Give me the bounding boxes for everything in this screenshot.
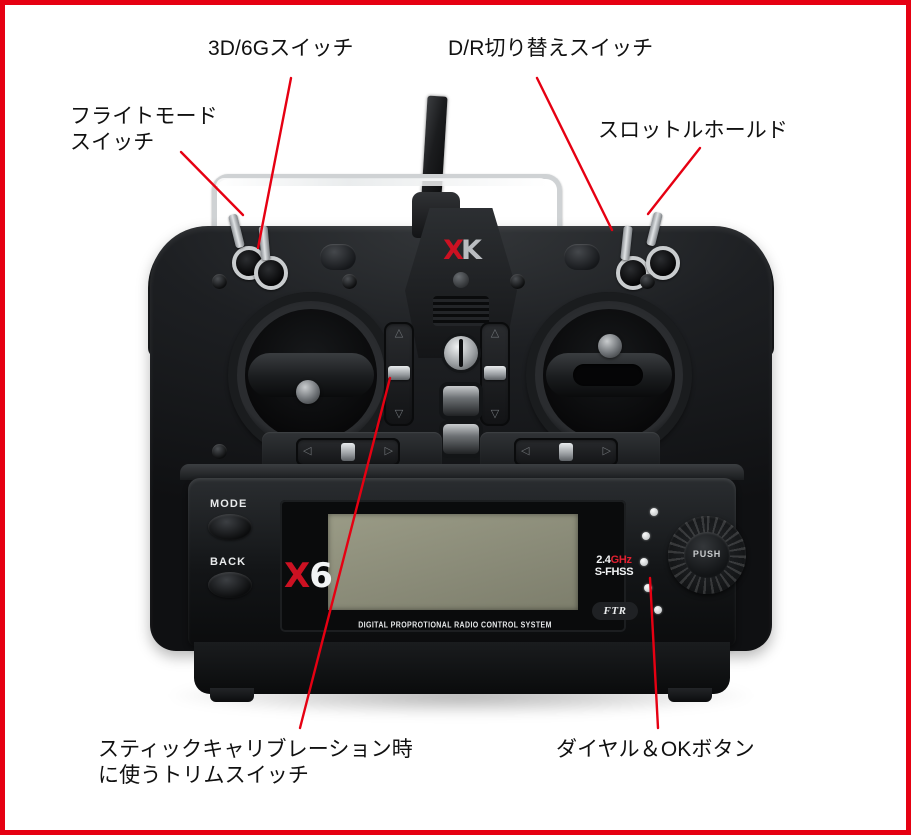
trim-up-arrow: △ (394, 327, 404, 339)
3d-6g-switch[interactable] (254, 256, 288, 290)
center-switch-upper[interactable] (443, 386, 479, 416)
lcd-bezel: DIGITAL PROPROTIONAL RADIO CONTROL SYSTE… (280, 500, 626, 632)
model-badge-prefix: X (284, 556, 310, 596)
trim-thumb[interactable] (341, 443, 355, 461)
right-horizontal-trim-switch[interactable]: ◁ ▷ (514, 438, 618, 466)
throttle-hold-switch[interactable] (646, 246, 680, 280)
left-aux-button[interactable] (320, 244, 356, 270)
border-right (906, 0, 911, 835)
leader-flight-mode (179, 150, 245, 217)
status-led (640, 558, 648, 566)
screw (212, 444, 227, 459)
trim-left-arrow: ◁ (303, 445, 312, 457)
status-led (654, 606, 662, 614)
left-horizontal-trim-switch[interactable]: ◁ ▷ (296, 438, 400, 466)
status-led (642, 532, 650, 540)
center-rotary-knob[interactable] (444, 336, 478, 370)
trim-right-arrow: ▷ (602, 445, 611, 457)
ftr-logo: FTR (592, 602, 638, 620)
border-top (0, 0, 911, 5)
right-gimbal-well (543, 309, 675, 441)
protocol-label: S-FHSS (594, 566, 634, 578)
frequency-line-1: 2.4GHz (586, 554, 642, 566)
back-button[interactable] (208, 572, 252, 598)
screw (510, 274, 525, 289)
leader-dr-switch (535, 76, 614, 232)
leader-trim-switch (298, 376, 392, 730)
border-left (0, 0, 5, 835)
callout-flight-mode-switch: フライトモード スイッチ (70, 105, 218, 154)
lcd-caption: DIGITAL PROPROTIONAL RADIO CONTROL SYSTE… (358, 621, 552, 630)
trim-down-arrow: ▽ (394, 408, 404, 420)
frequency-badge: 2.4GHz S-FHSS (586, 554, 642, 578)
leader-throttle-hold (646, 146, 702, 216)
trim-left-arrow: ◁ (521, 445, 530, 457)
left-gimbal[interactable] (228, 292, 394, 458)
status-led (650, 508, 658, 516)
xk-brand-logo: XK (420, 236, 502, 266)
model-badge-number: 6 (309, 556, 333, 596)
right-gimbal-slot (573, 364, 643, 386)
speaker-vent (433, 296, 489, 326)
callout-trim-switch: スティックキャリブレーション時 に使うトリムスイッチ (98, 738, 413, 787)
trim-up-arrow: △ (490, 327, 500, 339)
back-button-label: BACK (210, 556, 247, 568)
trim-right-arrow: ▷ (384, 445, 393, 457)
mode-button[interactable] (208, 514, 252, 540)
frequency-value: 2.4 (596, 554, 611, 566)
push-label: PUSH (692, 549, 722, 559)
mode-button-label: MODE (210, 498, 248, 510)
callout-throttle-hold: スロットルホールド (598, 119, 788, 142)
callout-dr-switch: D/R切り替えスイッチ (448, 37, 654, 60)
xk-logo-k: K (460, 235, 482, 266)
trim-thumb[interactable] (388, 366, 410, 380)
screw (640, 274, 655, 289)
trim-thumb[interactable] (559, 443, 573, 461)
left-vertical-trim-switch[interactable]: △ ▽ (384, 322, 414, 426)
dr-switch[interactable] (616, 256, 650, 290)
callout-3d-6g-switch: 3D/6Gスイッチ (208, 37, 354, 60)
leader-dial-ok (648, 576, 660, 730)
screw (342, 274, 357, 289)
carry-handle-highlight (216, 178, 548, 186)
lcd-screen (328, 514, 578, 610)
right-stick-knob[interactable] (598, 334, 622, 358)
left-stick-knob[interactable] (296, 380, 320, 404)
center-switch-lower[interactable] (443, 424, 479, 454)
foot-left (210, 688, 254, 702)
status-led (644, 584, 652, 592)
power-indicator-dot (453, 272, 469, 288)
trim-thumb[interactable] (484, 366, 506, 380)
right-gimbal[interactable] (526, 292, 692, 458)
frequency-unit: GHz (610, 554, 632, 566)
control-console: MODE BACK DIGITAL PROPROTIONAL RADIO CON… (188, 478, 746, 646)
trim-down-arrow: ▽ (490, 408, 500, 420)
border-bottom (0, 830, 911, 835)
callout-dial-ok-button: ダイヤル＆OKボタン (556, 738, 755, 761)
right-vertical-trim-switch[interactable]: △ ▽ (480, 322, 510, 426)
battery-base (194, 642, 730, 694)
xk-logo-x: X (443, 235, 464, 266)
carry-handle (212, 174, 562, 257)
dial-center-button[interactable]: PUSH (684, 532, 730, 578)
screw (212, 274, 227, 289)
transmitter-illustration: XK (148, 95, 774, 716)
dial-ok-button[interactable]: PUSH (668, 516, 746, 594)
right-aux-button[interactable] (564, 244, 600, 270)
model-badge: X6 (284, 556, 333, 596)
console-lip (180, 464, 744, 480)
leader-3d-6g (256, 76, 293, 250)
foot-right (668, 688, 712, 702)
left-gimbal-well (245, 309, 377, 441)
